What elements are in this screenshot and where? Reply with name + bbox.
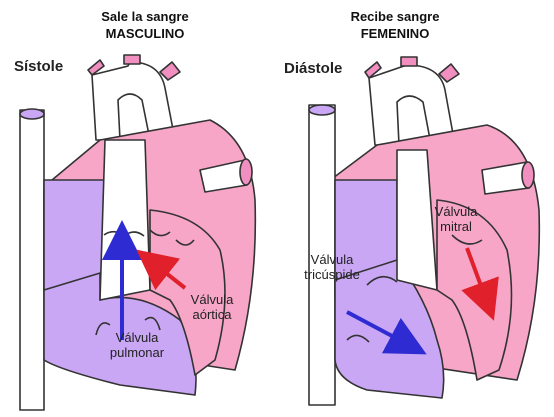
aorta-branch-3 xyxy=(439,64,459,82)
label-valvula-pulmonar-line2: pulmonar xyxy=(102,345,172,360)
label-valvula-tricuspide-line1: Válvula xyxy=(292,252,372,267)
aorta-branch-2 xyxy=(401,57,417,66)
label-valvula-aortica-line2: aórtica xyxy=(184,307,240,322)
label-valvula-mitral: Válvula mitral xyxy=(426,204,486,234)
label-valvula-aortica-line1: Válvula xyxy=(184,292,240,307)
superior-vena-cava xyxy=(20,110,44,410)
label-valvula-aortica: Válvula aórtica xyxy=(184,292,240,322)
aorta-branch-2 xyxy=(124,55,140,64)
pulmonary-artery xyxy=(100,140,150,300)
label-valvula-mitral-line2: mitral xyxy=(426,219,486,234)
label-valvula-tricuspide: Válvula tricúspide xyxy=(292,252,372,282)
aorta-branch-3 xyxy=(160,62,180,80)
label-valvula-pulmonar-line1: Válvula xyxy=(102,330,172,345)
label-valvula-tricuspide-line2: tricúspide xyxy=(292,267,372,282)
diastole-heart-diagram xyxy=(277,0,554,417)
label-valvula-pulmonar: Válvula pulmonar xyxy=(102,330,172,360)
label-valvula-mitral-line1: Válvula xyxy=(426,204,486,219)
